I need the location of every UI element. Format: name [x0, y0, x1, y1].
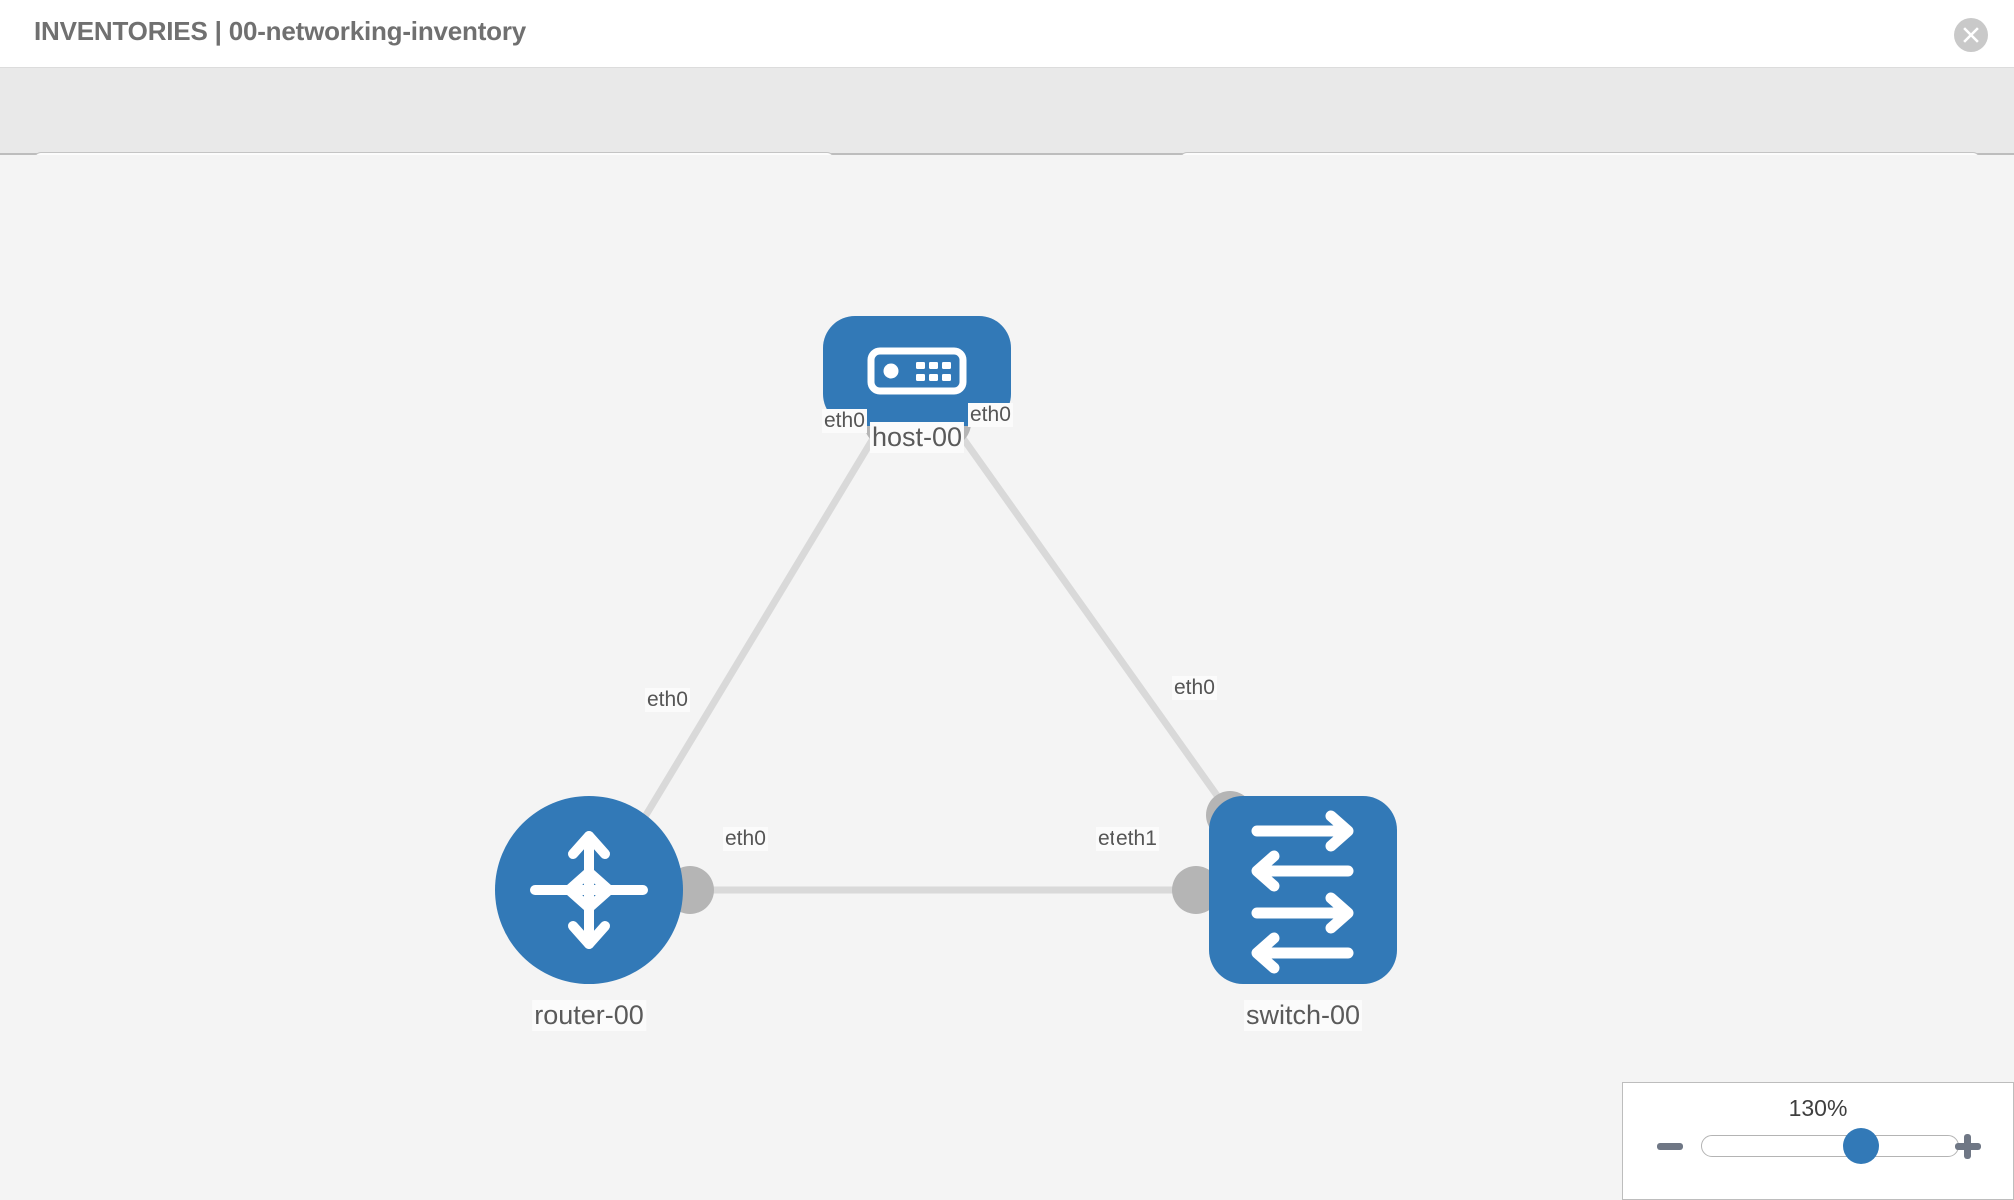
interface-label-router-eth0-uplink: eth0: [645, 688, 690, 712]
node-host-00: [823, 316, 1011, 426]
topology-links: [637, 424, 1241, 894]
node-label-host-00[interactable]: host-00: [869, 422, 965, 453]
interface-label-router-eth0-trunk: eth0: [723, 827, 768, 851]
topology-graph: [495, 316, 1397, 984]
toolbar: ACTIONS SEARCH: [0, 68, 2014, 208]
zoom-in-button[interactable]: [1953, 1131, 1983, 1161]
connector-switch-west: [1172, 866, 1220, 914]
close-icon[interactable]: [1954, 18, 1988, 52]
node-router-00: [495, 796, 683, 984]
zoom-control-panel: 130%: [1622, 1082, 2014, 1200]
zoom-slider[interactable]: [1701, 1128, 1959, 1164]
interface-label-switch-eth1-trunk: eth1: [1114, 827, 1159, 851]
node-switch-00: [1209, 796, 1397, 984]
node-label-switch-00[interactable]: switch-00: [1243, 1000, 1363, 1031]
zoom-level-value: 130%: [1788, 1095, 1848, 1121]
zoom-slider-thumb[interactable]: [1842, 1128, 1879, 1164]
page-title: INVENTORIES | 00-networking-inventory: [34, 16, 527, 46]
node-label-router-00[interactable]: router-00: [532, 1000, 646, 1031]
interface-label-host-eth0-left: eth0: [822, 409, 867, 433]
topology-canvas[interactable]: host-00 router-00 switch-00 eth0 eth0 et…: [0, 155, 2014, 1200]
link-host-router: [637, 425, 883, 827]
interface-label-switch-eth0-uplink: eth0: [1172, 676, 1217, 700]
interface-label-host-eth0-right: eth0: [968, 403, 1013, 427]
link-host-switch: [952, 424, 1241, 828]
zoom-out-button[interactable]: [1655, 1131, 1685, 1161]
title-bar: INVENTORIES | 00-networking-inventory: [0, 0, 2014, 68]
